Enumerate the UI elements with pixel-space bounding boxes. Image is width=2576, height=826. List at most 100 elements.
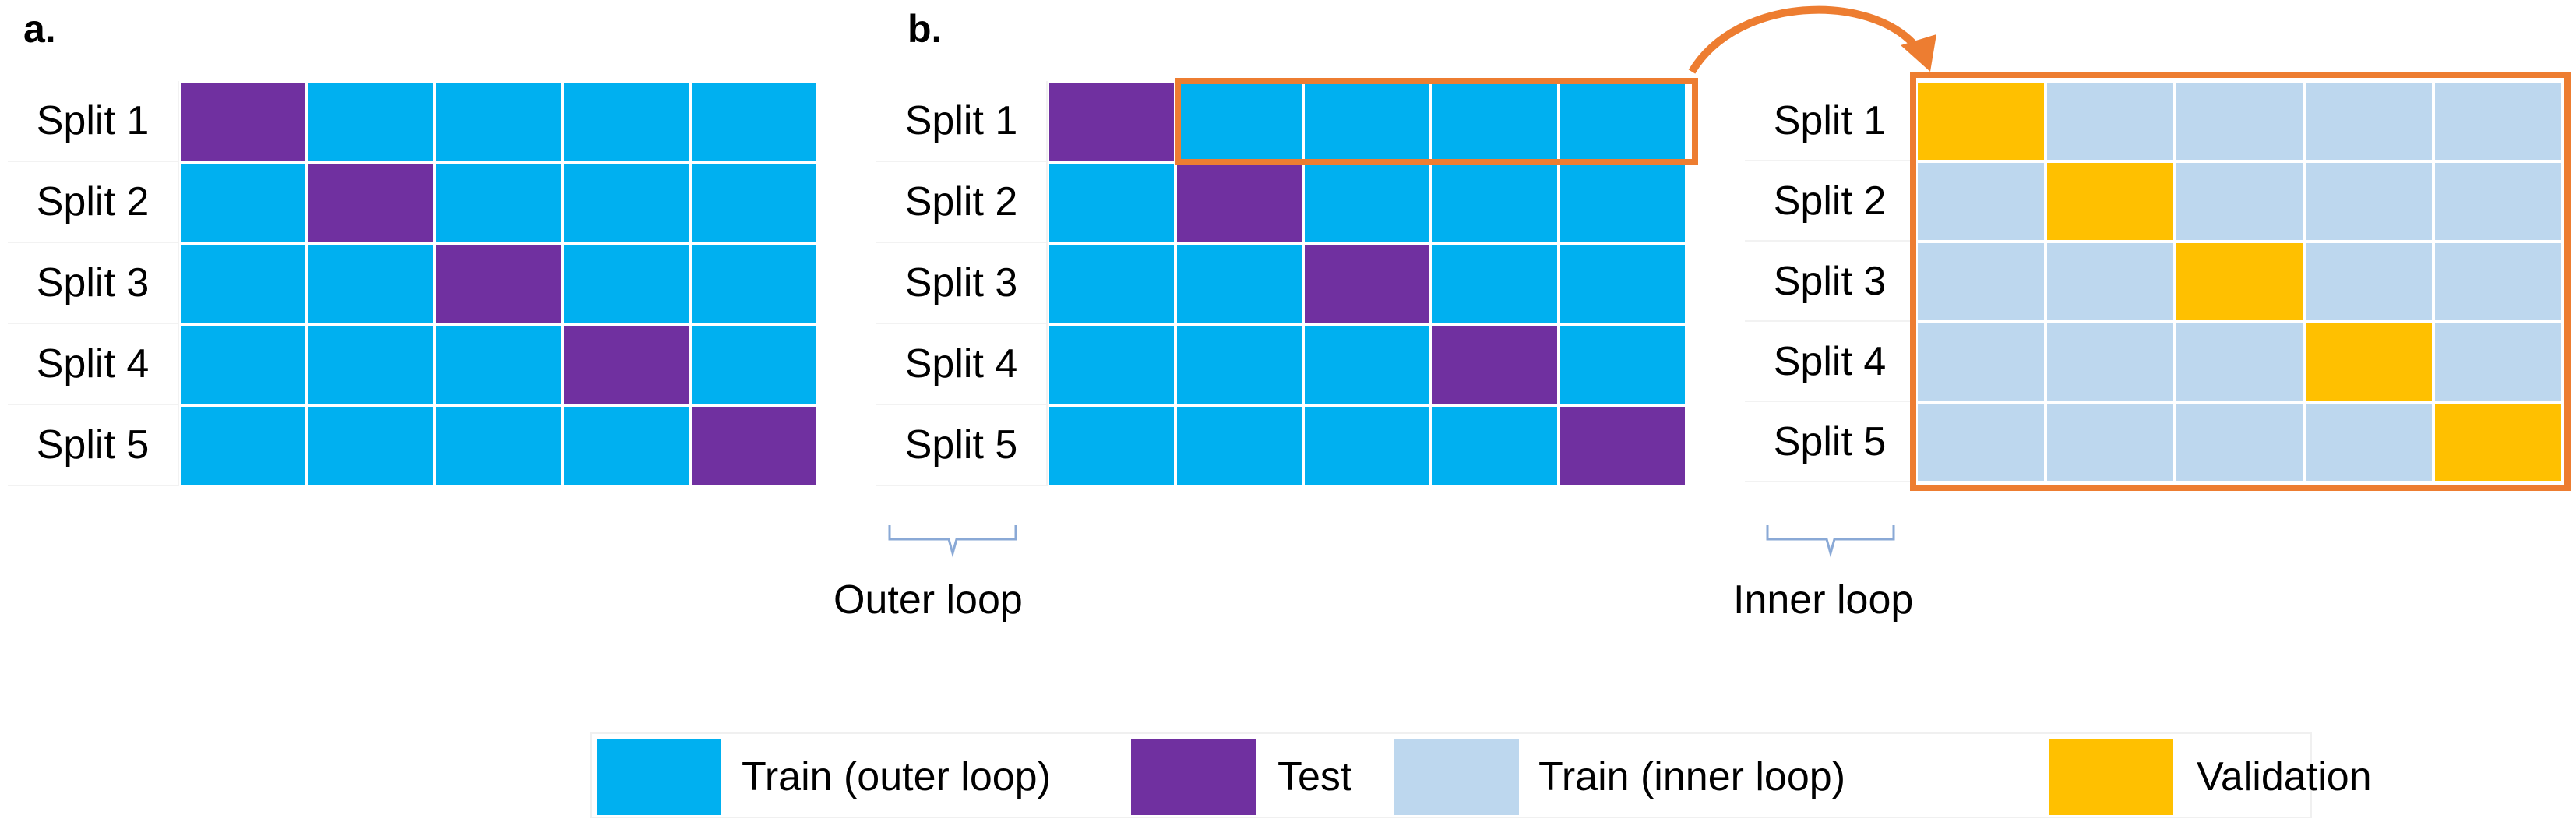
test-fold-cell [435, 243, 562, 324]
inner-train-fold-cell [2433, 242, 2563, 322]
train-fold-cell [435, 324, 562, 405]
train-fold-cell [562, 162, 690, 243]
train-fold-cell [179, 162, 307, 243]
inner-loop-split-grid: Split 1 Split 2 Split 3 Split 4 Split 5 [1745, 81, 2563, 482]
inner-train-fold-cell [2046, 242, 2175, 322]
train-fold-cell [1175, 324, 1303, 405]
train-fold-cell [179, 324, 307, 405]
train-fold-cell [1559, 243, 1686, 324]
train-fold-cell [179, 243, 307, 324]
train-fold-cell [1175, 243, 1303, 324]
row-label: Split 4 [8, 324, 179, 405]
legend-swatch-train-outer [597, 739, 721, 815]
train-fold-cell [690, 324, 818, 405]
inner-loop-label: Inner loop [1733, 577, 1914, 623]
outer-train-highlight-box [1175, 78, 1698, 165]
validation-fold-cell [2433, 402, 2563, 482]
train-fold-cell [690, 162, 818, 243]
train-fold-cell [1175, 405, 1303, 486]
inner-train-fold-cell [2046, 81, 2175, 161]
panel-a-split-grid: Split 1 Split 2 Split 3 Split 4 Split 5 [8, 81, 818, 486]
inner-train-fold-cell [2304, 161, 2433, 242]
test-fold-cell [1303, 243, 1431, 324]
inner-train-fold-cell [1916, 402, 2046, 482]
panel-b-label: b. [907, 7, 943, 51]
inner-train-fold-cell [1916, 242, 2046, 322]
row-label: Split 1 [8, 81, 179, 162]
train-fold-cell [307, 324, 435, 405]
legend-label-train-outer: Train (outer loop) [742, 754, 1051, 800]
inner-train-fold-cell [2304, 81, 2433, 161]
train-fold-cell [1559, 162, 1686, 243]
train-fold-cell [179, 405, 307, 486]
train-fold-cell [562, 243, 690, 324]
inner-grid-highlight-box [1910, 72, 2571, 491]
legend-label-train-inner: Train (inner loop) [1538, 754, 1846, 800]
row-label: Split 1 [876, 81, 1048, 162]
row-label: Split 5 [8, 405, 179, 486]
inner-train-fold-cell [2046, 402, 2175, 482]
train-fold-cell [1048, 243, 1175, 324]
train-fold-cell [307, 243, 435, 324]
row-label: Split 4 [1745, 322, 1916, 402]
train-fold-cell [1431, 405, 1559, 486]
train-fold-cell [1303, 405, 1431, 486]
inner-train-fold-cell [2433, 322, 2563, 402]
row-label: Split 3 [8, 243, 179, 324]
legend-label-test: Test [1277, 754, 1352, 800]
train-fold-cell [435, 162, 562, 243]
train-fold-cell [1559, 324, 1686, 405]
train-fold-cell [1303, 81, 1431, 162]
train-fold-cell [1048, 324, 1175, 405]
outer-loop-split-grid: Split 1 Split 2 Split 3 Split 4 Split 5 [876, 81, 1686, 486]
train-fold-cell [435, 81, 562, 162]
inner-train-fold-cell [2304, 402, 2433, 482]
train-fold-cell [1431, 81, 1559, 162]
row-label: Split 5 [876, 405, 1048, 486]
inner-train-fold-cell [2433, 161, 2563, 242]
inner-train-fold-cell [2046, 322, 2175, 402]
outer-loop-label: Outer loop [833, 577, 1023, 623]
inner-train-fold-cell [2304, 242, 2433, 322]
train-fold-cell [307, 405, 435, 486]
test-fold-cell [1048, 81, 1175, 162]
inner-train-fold-cell [1916, 161, 2046, 242]
train-fold-cell [690, 81, 818, 162]
train-fold-cell [1175, 81, 1303, 162]
validation-fold-cell [2046, 161, 2175, 242]
inner-loop-brace-icon [1766, 525, 1895, 558]
row-label: Split 1 [1745, 81, 1916, 161]
train-fold-cell [1048, 405, 1175, 486]
inner-train-fold-cell [2175, 81, 2304, 161]
row-label: Split 2 [8, 162, 179, 243]
legend-swatch-train-inner [1394, 739, 1519, 815]
row-label: Split 2 [876, 162, 1048, 243]
test-fold-cell [1431, 324, 1559, 405]
inner-train-fold-cell [2175, 322, 2304, 402]
inner-train-fold-cell [1916, 322, 2046, 402]
train-fold-cell [435, 405, 562, 486]
inner-train-fold-cell [2433, 81, 2563, 161]
legend-swatch-validation [2049, 739, 2173, 815]
train-fold-cell [1303, 324, 1431, 405]
outer-loop-brace-icon [888, 525, 1017, 558]
legend: Train (outer loop) Test Train (inner loo… [590, 732, 2372, 818]
inner-train-fold-cell [2175, 161, 2304, 242]
train-fold-cell [562, 405, 690, 486]
validation-fold-cell [1916, 81, 2046, 161]
test-fold-cell [562, 324, 690, 405]
row-label: Split 3 [1745, 242, 1916, 322]
panel-a-label: a. [23, 7, 56, 51]
train-fold-cell [690, 243, 818, 324]
legend-label-validation: Validation [2197, 754, 2372, 800]
legend-swatch-test [1131, 739, 1256, 815]
row-label: Split 4 [876, 324, 1048, 405]
train-fold-cell [307, 81, 435, 162]
validation-fold-cell [2304, 322, 2433, 402]
test-fold-cell [690, 405, 818, 486]
row-label: Split 3 [876, 243, 1048, 324]
test-fold-cell [307, 162, 435, 243]
train-fold-cell [1048, 162, 1175, 243]
train-fold-cell [1303, 162, 1431, 243]
